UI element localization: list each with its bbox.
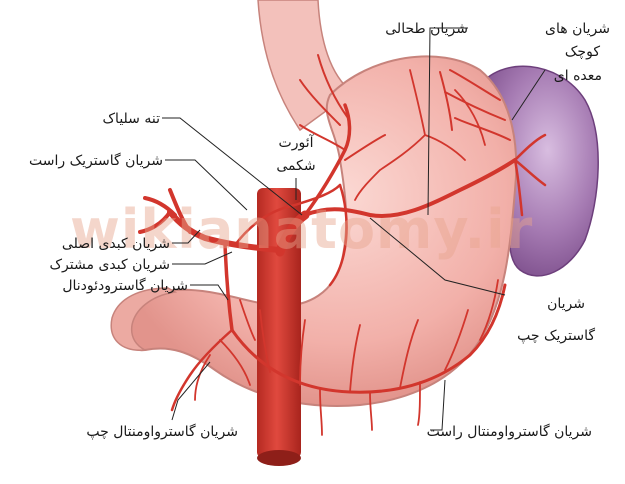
- gastroduodenal-artery: [223, 242, 234, 332]
- leader-lines: [162, 27, 546, 431]
- short-gastric-arteries: [439, 69, 511, 141]
- common-hepatic-artery: [167, 209, 283, 253]
- left-gastric-branches: [299, 54, 386, 161]
- splenic-artery: [303, 158, 517, 218]
- fundus-branches: [354, 69, 486, 201]
- label-aorta-1: آئورت: [279, 134, 315, 151]
- splenic-branches: [513, 133, 547, 217]
- gastroomental-branches: [259, 279, 499, 436]
- right-gastric-artery: [233, 183, 342, 247]
- proper-hepatic-artery: [138, 188, 192, 234]
- label-short-gastric-2: کوچک: [565, 44, 600, 60]
- duodenum: [110, 287, 178, 351]
- label-aorta-2: شکمی: [276, 158, 315, 174]
- label-short-gastric-1: شریان های: [545, 21, 610, 37]
- label-right-gastroomental: شریان گاسترواومنتال راست: [427, 423, 592, 440]
- label-left-gastric-2: گاستریک چپ: [517, 327, 595, 344]
- lesser-curvature-vessel: [328, 183, 348, 287]
- label-left-gastroomental: شریان گاسترواومنتال چپ: [86, 423, 238, 440]
- label-splenic-artery: شریان طحالی: [385, 21, 468, 37]
- left-gastroomental-artery: [170, 328, 234, 412]
- aorta-end: [257, 450, 301, 466]
- label-right-gastric: شریان گاستریک راست: [29, 152, 163, 169]
- label-proper-hepatic: شریان کبدی اصلی: [62, 236, 170, 252]
- label-left-gastric-1: شریان: [547, 296, 585, 312]
- watermark: wikianatomy.ir: [70, 198, 533, 261]
- right-gastroomental-artery: [230, 283, 507, 394]
- pyloric-branches: [194, 299, 256, 401]
- label-short-gastric-3: معده ای: [554, 68, 602, 84]
- label-common-hepatic: شریان کبدی مشترک: [50, 257, 170, 273]
- label-celiac-trunk: تنه سلیاک: [103, 111, 161, 127]
- abdominal-aorta: [257, 188, 301, 458]
- label-gastroduodenal: شریان گاسترودئودنال: [62, 277, 188, 294]
